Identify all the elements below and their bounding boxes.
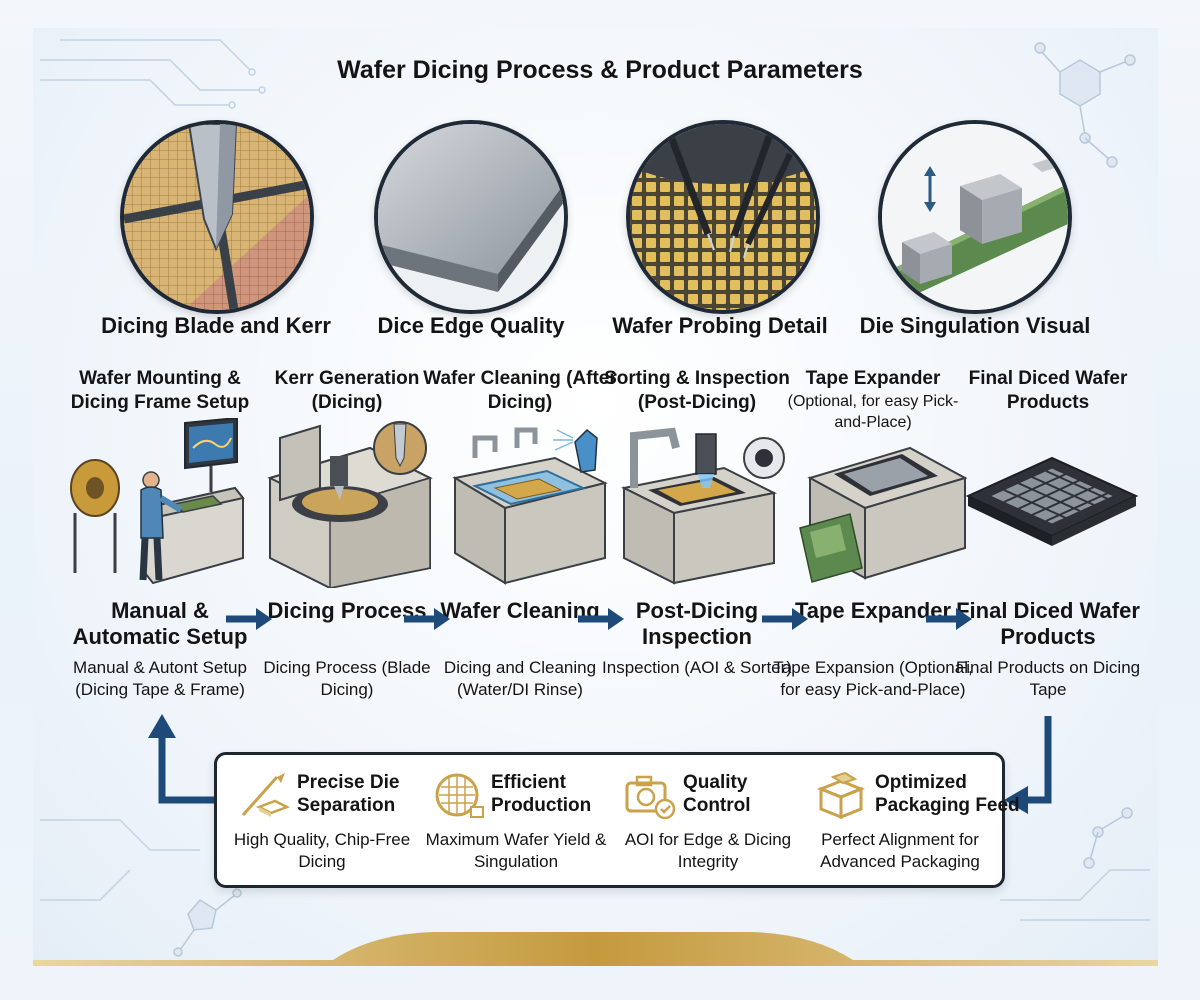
step-4-title: Sorting & Inspection (Post-Dicing) [604, 368, 790, 413]
dice-edge-detail-image [374, 120, 568, 314]
step-6-description: Final Products on Dicing Tape [955, 658, 1141, 699]
tape-expander-machine-illustration [799, 446, 968, 583]
camera-check-icon [625, 775, 676, 819]
step-2-title: Kerr Generation (Dicing) [274, 368, 420, 413]
benefit-precise-separation: Precise Die Separation High Quality, Chi… [227, 765, 417, 875]
step-5-title: Tape Expander [805, 368, 941, 389]
step-2-label: Dicing Process [267, 598, 427, 623]
detail-label-dice-edge: Dice Edge Quality [377, 313, 565, 338]
benefit-4-title: Optimized Packaging Feed [875, 772, 1020, 816]
detail-label-dicing-blade: Dicing Blade and Kerr [101, 313, 331, 338]
step-3-label: Wafer Cleaning [440, 598, 600, 623]
step-4-label: Post-Dicing Inspection [635, 598, 759, 649]
gold-footer-wave [33, 932, 1158, 966]
step-4-description: Inspection (AOI & Sorter) [602, 658, 792, 677]
benefit-efficient-production: Efficient Production Maximum Wafer Yield… [421, 765, 611, 875]
die-singulation-detail-image [878, 120, 1072, 314]
dicing-blade-detail-image [120, 120, 314, 314]
wafer-icon [435, 773, 484, 818]
flow-arrow-4 [762, 608, 808, 630]
flow-arrow-1 [226, 608, 272, 630]
step-3-description: Dicing and Cleaning (Water/DI Rinse) [443, 658, 597, 699]
step-5-title-block: Tape Expander (Optional, for easy Pick-a… [773, 367, 973, 433]
step-1-label: Manual & Automatic Setup [72, 598, 248, 649]
wafer-cleaning-station-illustration [452, 427, 608, 585]
step-1-title: Wafer Mounting & Dicing Frame Setup [70, 368, 250, 413]
benefit-1-title: Precise Die Separation [297, 772, 400, 816]
detail-label-die-singulation: Die Singulation Visual [859, 313, 1091, 338]
flow-arrow-2 [404, 608, 450, 630]
benefits-panel: Precise Die Separation High Quality, Chi… [214, 752, 1020, 888]
step-5-subtitle: (Optional, for easy Pick-and-Place) [787, 393, 959, 431]
benefit-3-description: AOI for Edge & Dicing Integrity [624, 830, 792, 871]
package-icon [816, 771, 866, 819]
benefit-2-description: Maximum Wafer Yield & Singulation [425, 830, 607, 871]
benefit-3-title: Quality Control [683, 772, 751, 816]
benefit-4-description: Perfect Alignment for Advanced Packaging [820, 830, 980, 871]
step-3-title: Wafer Cleaning (After Dicing) [423, 368, 617, 413]
wafer-mounting-station-illustration [70, 418, 245, 585]
benefit-packaging-feed: Optimized Packaging Feed Perfect Alignme… [805, 765, 1020, 875]
benefit-2-title: Efficient Production [491, 772, 592, 816]
benefit-1-description: High Quality, Chip-Free Dicing [233, 830, 411, 871]
step-6-title: Final Diced Wafer Products [968, 368, 1128, 413]
step-6-label: Final Diced Wafer Products [956, 598, 1140, 649]
flow-arrow-3 [578, 608, 624, 630]
wafer-probing-detail-image [626, 120, 820, 314]
dicing-saw-machine-illustration [267, 421, 433, 588]
step-1-description: Manual & Autont Setup (Dicing Tape & Fra… [73, 658, 247, 699]
page-title: Wafer Dicing Process & Product Parameter… [337, 56, 863, 84]
detail-label-wafer-probing: Wafer Probing Detail [612, 313, 828, 338]
step-2-description: Dicing Process (Blade Dicing) [263, 658, 431, 699]
step-5-label: Tape Expander [794, 598, 952, 623]
flow-arrow-5 [926, 608, 972, 630]
diced-wafer-product-illustration [965, 456, 1139, 546]
inspection-sorter-machine-illustration [620, 427, 785, 585]
benefit-quality-control: Quality Control AOI for Edge & Dicing In… [613, 765, 803, 875]
step-5-description: Tape Expansion (Optional, for easy Pick-… [773, 658, 973, 699]
blade-icon [241, 773, 291, 817]
